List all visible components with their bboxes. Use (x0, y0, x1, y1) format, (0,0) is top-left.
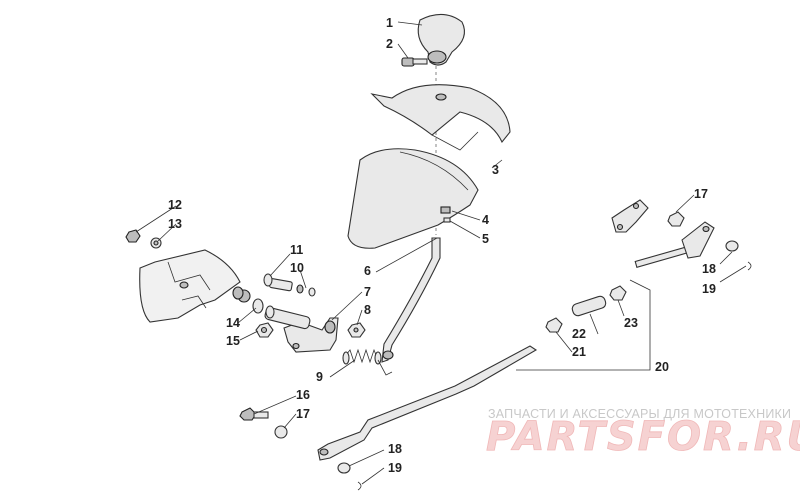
clip-19a (747, 261, 752, 271)
callout-19-upper: 19 (702, 282, 716, 296)
clip-4 (440, 206, 451, 214)
nut-8 (347, 322, 366, 338)
sleeve-22 (571, 295, 607, 317)
callout-labels: 1 2 3 4 5 6 7 8 9 10 11 12 13 14 15 16 1… (168, 16, 716, 475)
frame-bracket (139, 249, 244, 323)
nut-21 (545, 317, 563, 333)
callout-3: 3 (492, 163, 499, 177)
bolt-12 (125, 229, 141, 243)
bellcrank (611, 199, 649, 233)
callout-17-upper: 17 (694, 187, 708, 201)
callout-7: 7 (364, 285, 371, 299)
callout-17-lower: 17 (296, 407, 310, 421)
callout-13: 13 (168, 217, 182, 231)
callout-14: 14 (226, 316, 240, 330)
nut-17b (274, 425, 288, 439)
callout-1: 1 (386, 16, 393, 30)
group-20-bracket (516, 279, 651, 371)
nut-17a (667, 211, 685, 227)
callout-12: 12 (168, 198, 182, 212)
callout-22: 22 (572, 327, 586, 341)
callout-8: 8 (364, 303, 371, 317)
callout-18-upper: 18 (702, 262, 716, 276)
knob-screw (401, 57, 428, 67)
shift-cover-lower (347, 148, 479, 249)
callout-2: 2 (386, 37, 393, 51)
callout-20: 20 (655, 360, 669, 374)
linkage-rod (317, 345, 538, 461)
clip-5 (443, 217, 451, 223)
callout-19-lower: 19 (388, 461, 402, 475)
callout-18-lower: 18 (388, 442, 402, 456)
callout-5: 5 (482, 232, 489, 246)
washer-10a (296, 284, 304, 294)
shift-lever (381, 237, 441, 363)
watermark-brand: PARTSFOR.RU (486, 414, 800, 460)
washer-14 (252, 298, 264, 314)
leader-lines (135, 21, 747, 485)
callout-4: 4 (482, 213, 489, 227)
pivot-shaft (264, 305, 311, 330)
shift-knob (417, 13, 465, 66)
callout-23: 23 (624, 316, 638, 330)
washer-18a (725, 240, 739, 252)
clip-19b (357, 481, 362, 491)
nut-23 (609, 285, 627, 301)
callout-15: 15 (226, 334, 240, 348)
shift-cover-upper (370, 84, 511, 151)
callout-6: 6 (364, 264, 371, 278)
watermark: ЗАПЧАСТИ И АКСЕССУАРЫ ДЛЯ МОТОТЕХНИКИ PA… (486, 407, 800, 460)
washer-10b (308, 287, 316, 297)
ball-joint-16 (239, 407, 269, 421)
callout-9: 9 (316, 370, 323, 384)
callout-10: 10 (290, 261, 304, 275)
callout-16: 16 (296, 388, 310, 402)
linkage-upper (634, 221, 715, 269)
callout-21: 21 (572, 345, 586, 359)
spring (342, 348, 393, 376)
washer-13-hole (153, 240, 159, 246)
watermark-subtitle: ЗАПЧАСТИ И АКСЕССУАРЫ ДЛЯ МОТОТЕХНИКИ (488, 407, 791, 421)
washer-18b (337, 462, 351, 474)
callout-11: 11 (290, 243, 303, 257)
nut-15 (255, 322, 274, 338)
bolt-11 (263, 273, 293, 292)
